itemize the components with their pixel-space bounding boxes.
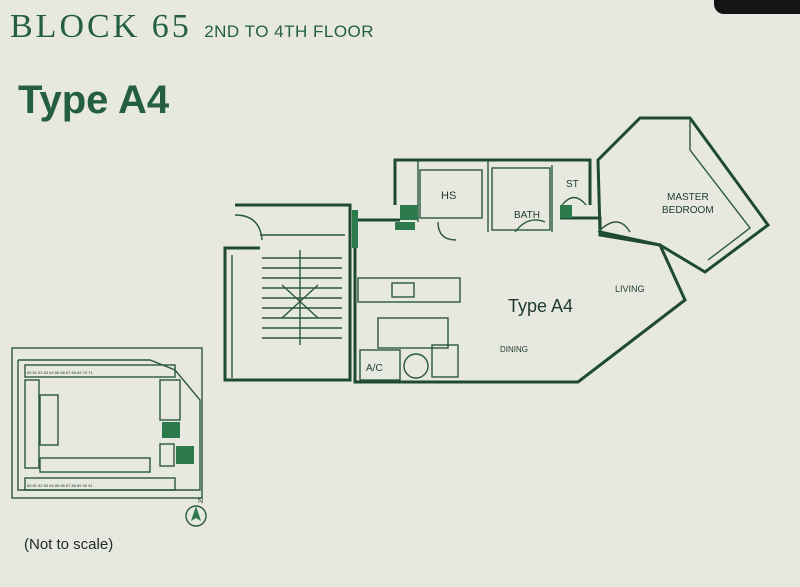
bedroom-door (597, 221, 631, 233)
hob (391, 282, 415, 298)
master-label-1: MASTER (667, 192, 709, 203)
doors (234, 196, 631, 241)
highlight-block-2 (176, 446, 194, 464)
corner-mark (714, 0, 800, 14)
block-name: BLOCK 65 (10, 8, 192, 45)
floor-range: 2ND TO 4TH FLOOR (204, 22, 375, 41)
unit-walls (353, 116, 771, 384)
kitchen-island (377, 317, 449, 349)
unit-plan-label: Type A4 (508, 296, 573, 316)
site-boundary (11, 347, 203, 499)
unit-type-title: Type A4 (18, 78, 170, 122)
dining-label: DINING (500, 345, 528, 354)
hs-room (419, 169, 483, 219)
compass-arrow (191, 506, 201, 521)
ac-label: A/C (366, 363, 383, 374)
master-bedroom-wall (596, 116, 771, 274)
bedroom-wardrobe (689, 118, 751, 261)
highlight-block-1 (162, 422, 180, 438)
block-title: BLOCK 65 2ND TO 4TH FLOOR (10, 8, 374, 46)
fridge (431, 344, 459, 378)
bath-room (491, 167, 551, 231)
structural-columns (352, 205, 572, 248)
bath-label: BATH (514, 210, 540, 221)
scale-note: (Not to scale) (24, 536, 114, 553)
bath-door (514, 219, 546, 233)
ac-ledge (359, 349, 401, 381)
kitchen (357, 277, 461, 381)
washer (403, 353, 429, 379)
site-top-row: 60 61 62 63 64 65 66 67 68 69 70 71 (27, 370, 93, 375)
living-label: LIVING (615, 284, 645, 294)
site-road (17, 359, 201, 491)
master-label-2: BEDROOM (662, 205, 714, 216)
service-wing-wall (393, 158, 592, 205)
stair-core (223, 203, 352, 382)
entrance-door (234, 214, 263, 241)
stair-treads (262, 250, 342, 345)
key-site-plan: 60 61 62 63 64 65 66 67 68 69 70 71 80 8… (11, 347, 207, 527)
stair-wall (223, 203, 352, 382)
st-door (561, 196, 587, 206)
site-bottom-row: 80 81 82 83 84 85 86 87 88 89 90 91 (27, 483, 93, 488)
hs-door (437, 221, 457, 241)
st-label: ST (566, 179, 579, 190)
north-label: N (198, 498, 203, 505)
kitchen-counter (357, 277, 461, 303)
hs-label: HS (441, 190, 456, 202)
